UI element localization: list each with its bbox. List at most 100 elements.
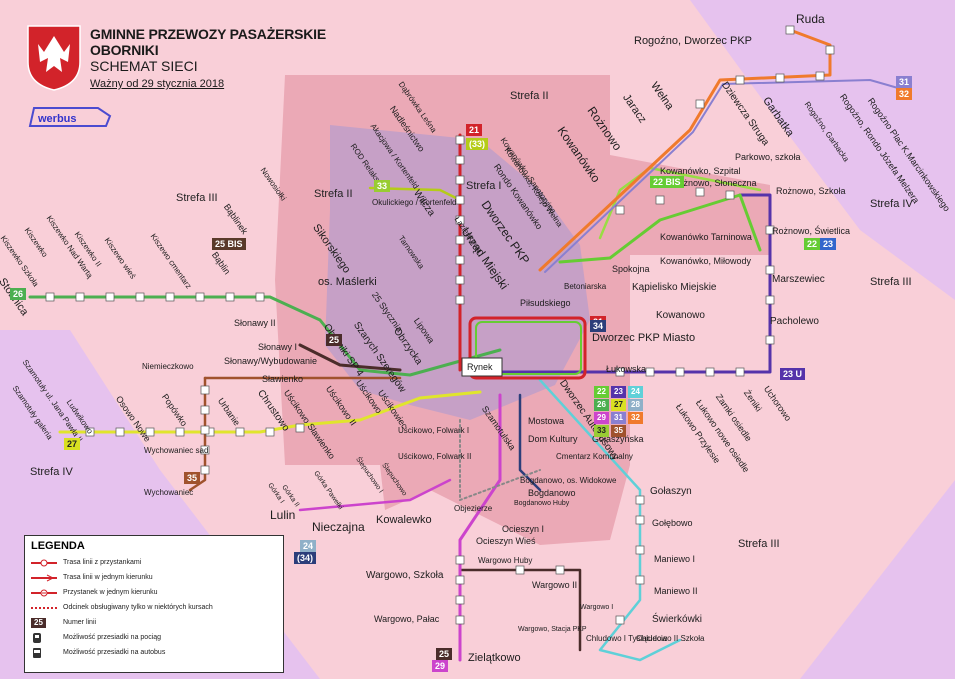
stop-marker [655, 195, 665, 205]
stop-marker [455, 275, 465, 285]
stop-label-wargowo-szk: Wargowo, Szkoła [366, 570, 444, 581]
stop-marker [825, 45, 835, 55]
line-22b-route [598, 166, 762, 240]
stop-label-betonowa: Betoniarska [564, 282, 607, 291]
stop-marker [200, 465, 210, 475]
zone-label-iv-east: Strefa IV [870, 198, 913, 210]
interchange-badge: 29 [594, 412, 609, 424]
stop-marker [455, 615, 465, 625]
stop-marker [175, 427, 185, 437]
stop-label-spokojna: Spokojna [612, 264, 650, 274]
stop-marker [165, 292, 175, 302]
rynek-box [461, 357, 503, 377]
stop-marker [265, 427, 275, 437]
stop-label-wychowaniec: Wychowaniec [144, 488, 194, 497]
stop-marker [455, 575, 465, 585]
stop-marker [785, 25, 795, 35]
map-header: GMINNE PRZEWOZY PASAŻERSKIE OBORNIKI SCH… [90, 26, 326, 90]
stop-marker [765, 265, 775, 275]
stop-label-slonawy-w: Słonawy/Wybudowanie [224, 356, 317, 366]
one-way-stop-icon [31, 588, 57, 598]
stop-label-os-maslerki: os. Maślerki [318, 276, 377, 288]
zone-i-area [325, 125, 590, 420]
line-27-route [58, 390, 482, 434]
interchange-badge: 22 [594, 386, 609, 398]
zone-label-iv-west: Strefa IV [30, 466, 73, 478]
stop-marker [455, 595, 465, 605]
stop-marker [455, 175, 465, 185]
stop-marker [705, 367, 715, 377]
train-icon [31, 632, 57, 643]
interchange-badge: 32 [628, 412, 643, 424]
stop-label-lulin: Lulin [270, 508, 296, 522]
line-badge: 21 [466, 124, 483, 136]
line-with-stops-icon [31, 558, 57, 568]
zone-label-iii-east: Strefa III [870, 276, 912, 288]
stop-label-kow-milow: Kowanówko, Miłowody [660, 256, 752, 266]
line-31-route [544, 79, 906, 273]
legend-item-text: Trasa linii z przystankami [63, 559, 142, 566]
line-33-route [368, 186, 462, 202]
legend-item: Możliwość przesiadki na pociąg [31, 630, 283, 645]
stop-label-kapielisko: Kąpielisko Miejskie [632, 282, 717, 293]
stop-marker [635, 575, 645, 585]
stop-marker [145, 427, 155, 437]
zone-label-iii-south: Strefa III [738, 538, 780, 550]
stop-marker [295, 423, 305, 433]
legend-item-text: Przystanek w jednym kierunku [63, 589, 158, 596]
interchange-badge: 31 [611, 412, 626, 424]
zone-label-i: Strefa I [466, 180, 502, 192]
stop-marker [455, 235, 465, 245]
line-29b-route [298, 478, 452, 512]
stop-label-pilsudskiego: Piłsudskiego [520, 298, 571, 308]
interchange-badge: 28 [628, 399, 643, 411]
legend-item: Odcinek obsługiwany tylko w niektórych k… [31, 600, 283, 615]
stop-label-nieczajna: Nieczajna [312, 520, 365, 534]
stop-marker [200, 425, 210, 435]
line-badge: 22 [804, 238, 821, 250]
stop-label-bogdanowo: Bogdanowo [528, 488, 576, 498]
zone-iv-top-right [560, 0, 955, 300]
stop-label-rog-pkp: Rogoźno, Dworzec PKP [634, 35, 752, 47]
stop-label-kow-tarn: Kowanówko Tarninowa [660, 232, 752, 242]
stop-marker [255, 292, 265, 302]
line-badge: 25 [436, 648, 453, 660]
stop-label-bog-widok: Bogdanowo, os. Widokowe [520, 476, 617, 485]
zone-label-ii-west: Strefa II [314, 188, 353, 200]
stop-label-mostowa: Mostowa [528, 416, 565, 426]
stop-label-slonawy-ii: Słonawy II [234, 318, 276, 328]
line-badge: 31 [896, 76, 913, 88]
stop-label-okulickiego: Okulickiego / Kortenfeld [372, 198, 457, 207]
line-22-route [558, 193, 762, 264]
line-badge: 26 [10, 288, 27, 300]
stop-label-objezierze: Objezierze [454, 504, 493, 513]
stop-label-roz-szkola: Rożnowo, Szkoła [776, 186, 846, 196]
stop-label-kowanowo: Kowanowo [656, 310, 705, 321]
stop-label-golebowo: Gołębowo [652, 518, 693, 528]
svg-text:werbus: werbus [37, 113, 77, 125]
stop-label-lukowska: Łukowska [606, 364, 647, 374]
zone-label-iii-west: Strefa III [176, 192, 218, 204]
stop-label-maniewo-i: Maniewo I [654, 554, 696, 564]
line-34-route [518, 393, 542, 492]
stop-marker [455, 555, 465, 565]
stop-marker [645, 367, 655, 377]
line-badge: 23 [820, 238, 837, 250]
legend-item: 25 Numer linii [31, 615, 283, 630]
stop-marker [200, 405, 210, 415]
line-badge: 32 [896, 88, 913, 100]
stop-label-wargowo-i: Wargowo I [580, 604, 614, 611]
stop-marker [455, 195, 465, 205]
stop-label-marszewiec: Marszewiec [772, 274, 825, 285]
dotted-segment-icon [31, 603, 57, 613]
stop-label-roz-sloneczna: Rożnowo, Słoneczna [672, 178, 757, 188]
legend-panel: LEGENDA Trasa linii z przystankami Trasa… [24, 535, 284, 673]
line-number-icon: 25 [31, 617, 57, 628]
stop-label-wargowo-huby: Wargowo Huby [478, 556, 533, 565]
interchange-badge: 26 [594, 399, 609, 411]
legend-item-text: Trasa linii w jednym kierunku [63, 574, 153, 581]
stop-marker [765, 335, 775, 345]
stop-marker [455, 135, 465, 145]
